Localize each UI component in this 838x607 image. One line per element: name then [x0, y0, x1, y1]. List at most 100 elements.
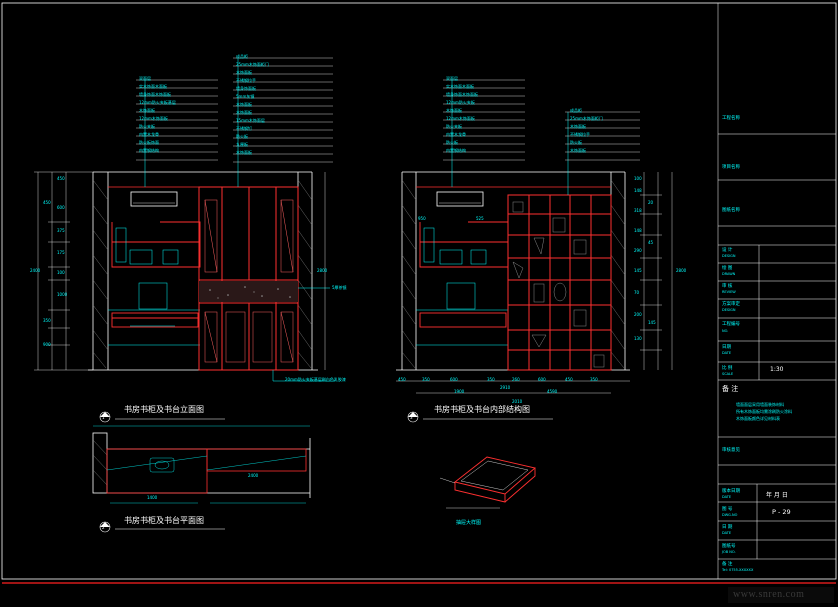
callout-text: 防火夹板: [446, 124, 462, 129]
tb-drawing-no-en: DWG.NO: [722, 513, 738, 517]
callout-text: 12mm防火夹板: [446, 100, 475, 105]
tb-row-en: DRAWN: [722, 272, 736, 276]
watermark: www.snren.com: [733, 589, 805, 600]
callout-text: 内置木龙骨: [446, 132, 466, 137]
dim-text: 350: [487, 377, 495, 382]
callout-text: 25mm木饰面柜门: [570, 116, 603, 121]
tb-row-en: REVIEW: [722, 290, 736, 294]
tb-date-label: 日 期: [722, 525, 733, 530]
tb-row-en: SCALE: [722, 372, 734, 376]
callout-text: 12mm防火夹板基层: [139, 100, 176, 105]
tb-row-en: NO.: [722, 329, 729, 333]
callout-text: 木饰面板: [236, 102, 252, 107]
sheet-frame: [1, 2, 837, 584]
callout-text: 成品柜: [570, 108, 582, 113]
tb-row-label: 绘 图: [722, 266, 733, 271]
dim-text: 350: [590, 377, 598, 382]
callout-text: 不锈钢拉手: [570, 132, 590, 137]
tb-row-label: 比 例: [722, 366, 733, 371]
callout-text: 防火板: [236, 134, 248, 139]
callout-text: 木饰面板: [570, 124, 586, 129]
left-plan: [92, 425, 311, 504]
callout-text: 双面层: [446, 76, 458, 81]
dim-text: 20: [648, 200, 654, 205]
section-number-3: 3: [410, 415, 413, 420]
callout-text: 木饰面板: [236, 70, 252, 75]
callout-text: 墙身饰面板: [236, 86, 256, 91]
section-mark-3: [407, 411, 553, 423]
dim-text: 350: [43, 318, 51, 323]
callout-text: 5mm灰镜: [236, 94, 255, 99]
dim-text: 450: [565, 377, 573, 382]
section-mark-1: [99, 411, 225, 423]
tb-note-line: 墙面面层采用墙面装饰材料: [736, 402, 784, 407]
dim-text: 290: [634, 248, 642, 253]
dim-text: 4590: [547, 389, 558, 394]
callout-glass: 5厚茶镜: [332, 285, 347, 290]
dim-text: 175: [57, 250, 65, 255]
tb-row-label: 设 计: [722, 248, 733, 253]
callout-text: 墙身饰面木饰面板: [446, 92, 478, 97]
callout-text: 双面层: [139, 76, 151, 81]
callout-text: 防火板饰面: [139, 140, 159, 145]
tb-row-label: 日期: [722, 345, 731, 350]
callout-text: 内置钢结构: [446, 148, 466, 153]
plan-dim-text: 2400: [248, 473, 259, 478]
dim-text: 145: [634, 268, 642, 273]
tb-project-name: 工程名称: [722, 116, 740, 121]
tb-row-label: 方案审定: [722, 302, 740, 307]
callout-text: 防火夹板: [139, 124, 155, 129]
dim-text: 450: [398, 377, 406, 382]
callout-door: 525: [476, 216, 484, 221]
tb-drawing-scope: 项目名称: [722, 165, 740, 170]
section-mark-2: [99, 521, 225, 533]
callout-text: 12mm木饰面板: [446, 116, 475, 121]
tb-approval-label: 审核意见: [722, 448, 740, 453]
tb-remark-label: 备 注: [722, 562, 733, 567]
callout-text: 15mm木饰面层: [236, 118, 265, 123]
dim-text: 148: [634, 188, 642, 193]
callout-text: 12mm木饰面板: [139, 116, 168, 121]
dim-text: 100: [634, 176, 642, 181]
tb-sheet-label: 图纸号: [722, 544, 736, 549]
right-elevation: [396, 79, 673, 394]
tb-note-line: 所有木饰面板均需涂刷防火涂料: [736, 409, 792, 414]
callout-text: 实木饰面木面板: [446, 84, 474, 89]
dim-text: 450: [43, 200, 51, 205]
dim-text: 200: [634, 312, 642, 317]
tb-drawing-no-value: P - 29: [772, 508, 791, 516]
tb-date-en: DATE: [722, 531, 732, 535]
dim-text: 2800: [317, 268, 328, 273]
dim-text: 260: [512, 377, 520, 382]
dim-text: 600: [57, 205, 65, 210]
plan-dim-text: 1400: [147, 495, 158, 500]
callout-text: 九厘板: [236, 142, 248, 147]
title-block-lines: [717, 3, 836, 579]
dim-text: 130: [634, 336, 642, 341]
callout-text: 内置木龙骨: [139, 132, 159, 137]
left-elevation-title: 书房书柜及书台立面图: [124, 405, 204, 414]
callout-text: 木饰面板: [139, 108, 155, 113]
drawer-detail-label: 抽屉大样图: [456, 520, 482, 526]
callout-text: 木饰面板: [570, 148, 586, 153]
tb-row-label: 工程编号: [722, 322, 740, 327]
dim-text: 600: [538, 377, 546, 382]
callout-bottom: 20mm防火夹板基层刷白色乳胶漆: [285, 377, 346, 382]
callout-text: 防火板: [446, 140, 458, 145]
callout-text: 不锈钢拉手: [236, 78, 256, 83]
dim-text: 45: [648, 240, 654, 245]
tb-row-en: DESIGN: [722, 254, 736, 258]
dim-text: 600: [450, 377, 458, 382]
callout-text: 成品柜: [236, 54, 248, 59]
tb-row-en: DESIGN: [722, 308, 736, 312]
dim-text: 145: [648, 320, 656, 325]
dim-text: 2910: [500, 385, 511, 390]
callout-text: 不锈钢钉: [236, 126, 252, 131]
tb-scale-value: 1:30: [770, 366, 784, 373]
dim-text: 70: [634, 290, 640, 295]
dim-text: 1000: [57, 292, 68, 297]
dim-text: 900: [43, 342, 51, 347]
dim-text: 2010: [512, 399, 523, 404]
tb-revision-value: 年 月 日: [766, 492, 788, 499]
